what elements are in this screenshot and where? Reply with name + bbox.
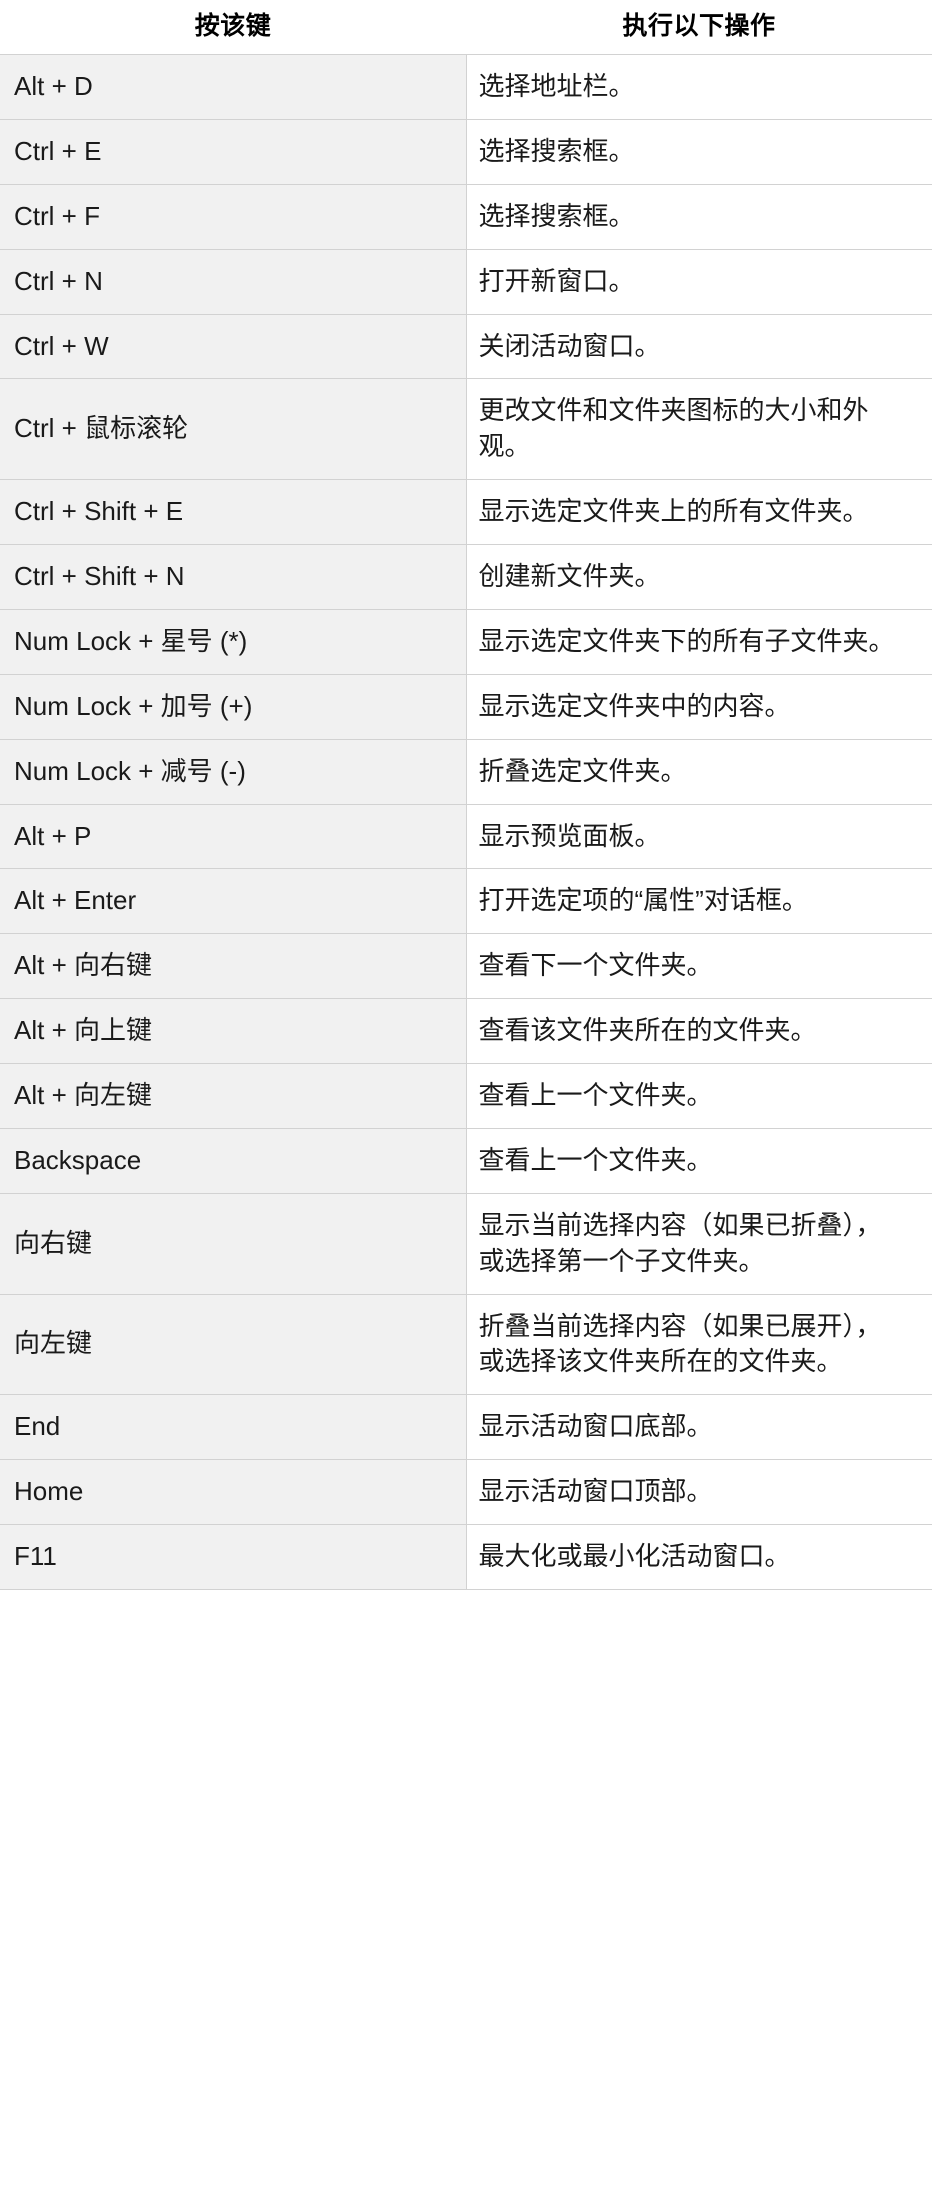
shortcut-action-cell: 查看上一个文件夹。 — [466, 1127, 932, 1194]
shortcut-action-cell: 更改文件和文件夹图标的大小和外观。 — [466, 378, 932, 481]
table-row: Num Lock + 减号 (-)折叠选定文件夹。 — [0, 738, 932, 805]
shortcut-action-cell: 查看下一个文件夹。 — [466, 933, 932, 1000]
shortcut-key-cell: Ctrl + W — [0, 313, 467, 380]
table-row: Alt + 向右键查看下一个文件夹。 — [0, 933, 932, 1000]
shortcut-action-cell: 折叠选定文件夹。 — [466, 738, 932, 805]
shortcut-action-cell: 查看上一个文件夹。 — [466, 1063, 932, 1129]
table-row: Alt + 向上键查看该文件夹所在的文件夹。 — [0, 998, 932, 1064]
shortcut-key-cell: Ctrl + E — [0, 118, 467, 185]
shortcut-action-cell: 显示当前选择内容（如果已折叠），或选择第一个子文件夹。 — [466, 1192, 932, 1295]
table-row: 向右键显示当前选择内容（如果已折叠），或选择第一个子文件夹。 — [0, 1192, 932, 1295]
table-row: 向左键折叠当前选择内容（如果已展开），或选择该文件夹所在的文件夹。 — [0, 1293, 932, 1396]
shortcut-key-cell: Backspace — [0, 1127, 467, 1194]
shortcut-key-cell: Num Lock + 星号 (*) — [0, 608, 467, 675]
table-row: Num Lock + 星号 (*)显示选定文件夹下的所有子文件夹。 — [0, 608, 932, 675]
shortcut-key-cell: Alt + D — [0, 54, 467, 120]
table-row: Alt + 向左键查看上一个文件夹。 — [0, 1063, 932, 1129]
table-header-row: 按该键 执行以下操作 — [0, 0, 932, 55]
shortcut-action-cell: 显示选定文件夹上的所有文件夹。 — [466, 479, 932, 545]
shortcut-key-cell: Alt + Enter — [0, 868, 467, 935]
shortcut-key-cell: Ctrl + N — [0, 248, 467, 315]
shortcut-action-cell: 显示预览面板。 — [466, 803, 932, 870]
shortcut-key-cell: Home — [0, 1459, 467, 1525]
shortcut-action-cell: 查看该文件夹所在的文件夹。 — [466, 998, 932, 1064]
shortcut-key-cell: Ctrl + Shift + E — [0, 479, 467, 545]
table-header: 按该键 执行以下操作 — [0, 0, 932, 55]
shortcut-action-cell: 选择搜索框。 — [466, 183, 932, 250]
shortcut-action-cell: 显示选定文件夹下的所有子文件夹。 — [466, 608, 932, 675]
shortcut-key-cell: Alt + 向上键 — [0, 998, 467, 1064]
table-row: Num Lock + 加号 (+)显示选定文件夹中的内容。 — [0, 673, 932, 740]
shortcut-action-cell: 选择地址栏。 — [466, 54, 932, 120]
shortcut-action-cell: 最大化或最小化活动窗口。 — [466, 1524, 932, 1590]
shortcut-key-cell: Ctrl + F — [0, 183, 467, 250]
shortcut-key-cell: Alt + 向左键 — [0, 1063, 467, 1129]
column-header-key: 按该键 — [0, 0, 466, 55]
shortcut-key-cell: Ctrl + Shift + N — [0, 544, 467, 610]
shortcut-action-cell: 显示活动窗口底部。 — [466, 1394, 932, 1461]
shortcut-action-cell: 折叠当前选择内容（如果已展开），或选择该文件夹所在的文件夹。 — [466, 1293, 932, 1396]
shortcut-key-cell: Alt + 向右键 — [0, 933, 467, 1000]
column-header-action: 执行以下操作 — [466, 0, 932, 55]
shortcut-action-cell: 创建新文件夹。 — [466, 544, 932, 610]
shortcut-key-cell: F11 — [0, 1524, 467, 1590]
shortcut-key-cell: 向左键 — [0, 1293, 467, 1396]
shortcut-action-cell: 关闭活动窗口。 — [466, 313, 932, 380]
shortcut-key-cell: Num Lock + 减号 (-) — [0, 738, 467, 805]
shortcut-action-cell: 打开选定项的“属性”对话框。 — [466, 868, 932, 935]
shortcut-key-cell: Ctrl + 鼠标滚轮 — [0, 378, 467, 481]
shortcut-action-cell: 打开新窗口。 — [466, 248, 932, 315]
shortcut-key-cell: Num Lock + 加号 (+) — [0, 673, 467, 740]
shortcut-key-cell: 向右键 — [0, 1192, 467, 1295]
shortcut-action-cell: 选择搜索框。 — [466, 118, 932, 185]
shortcut-key-cell: Alt + P — [0, 803, 467, 870]
shortcut-action-cell: 显示活动窗口顶部。 — [466, 1459, 932, 1525]
shortcut-key-cell: End — [0, 1394, 467, 1461]
shortcut-action-cell: 显示选定文件夹中的内容。 — [466, 673, 932, 740]
table-row: Ctrl + 鼠标滚轮更改文件和文件夹图标的大小和外观。 — [0, 378, 932, 481]
